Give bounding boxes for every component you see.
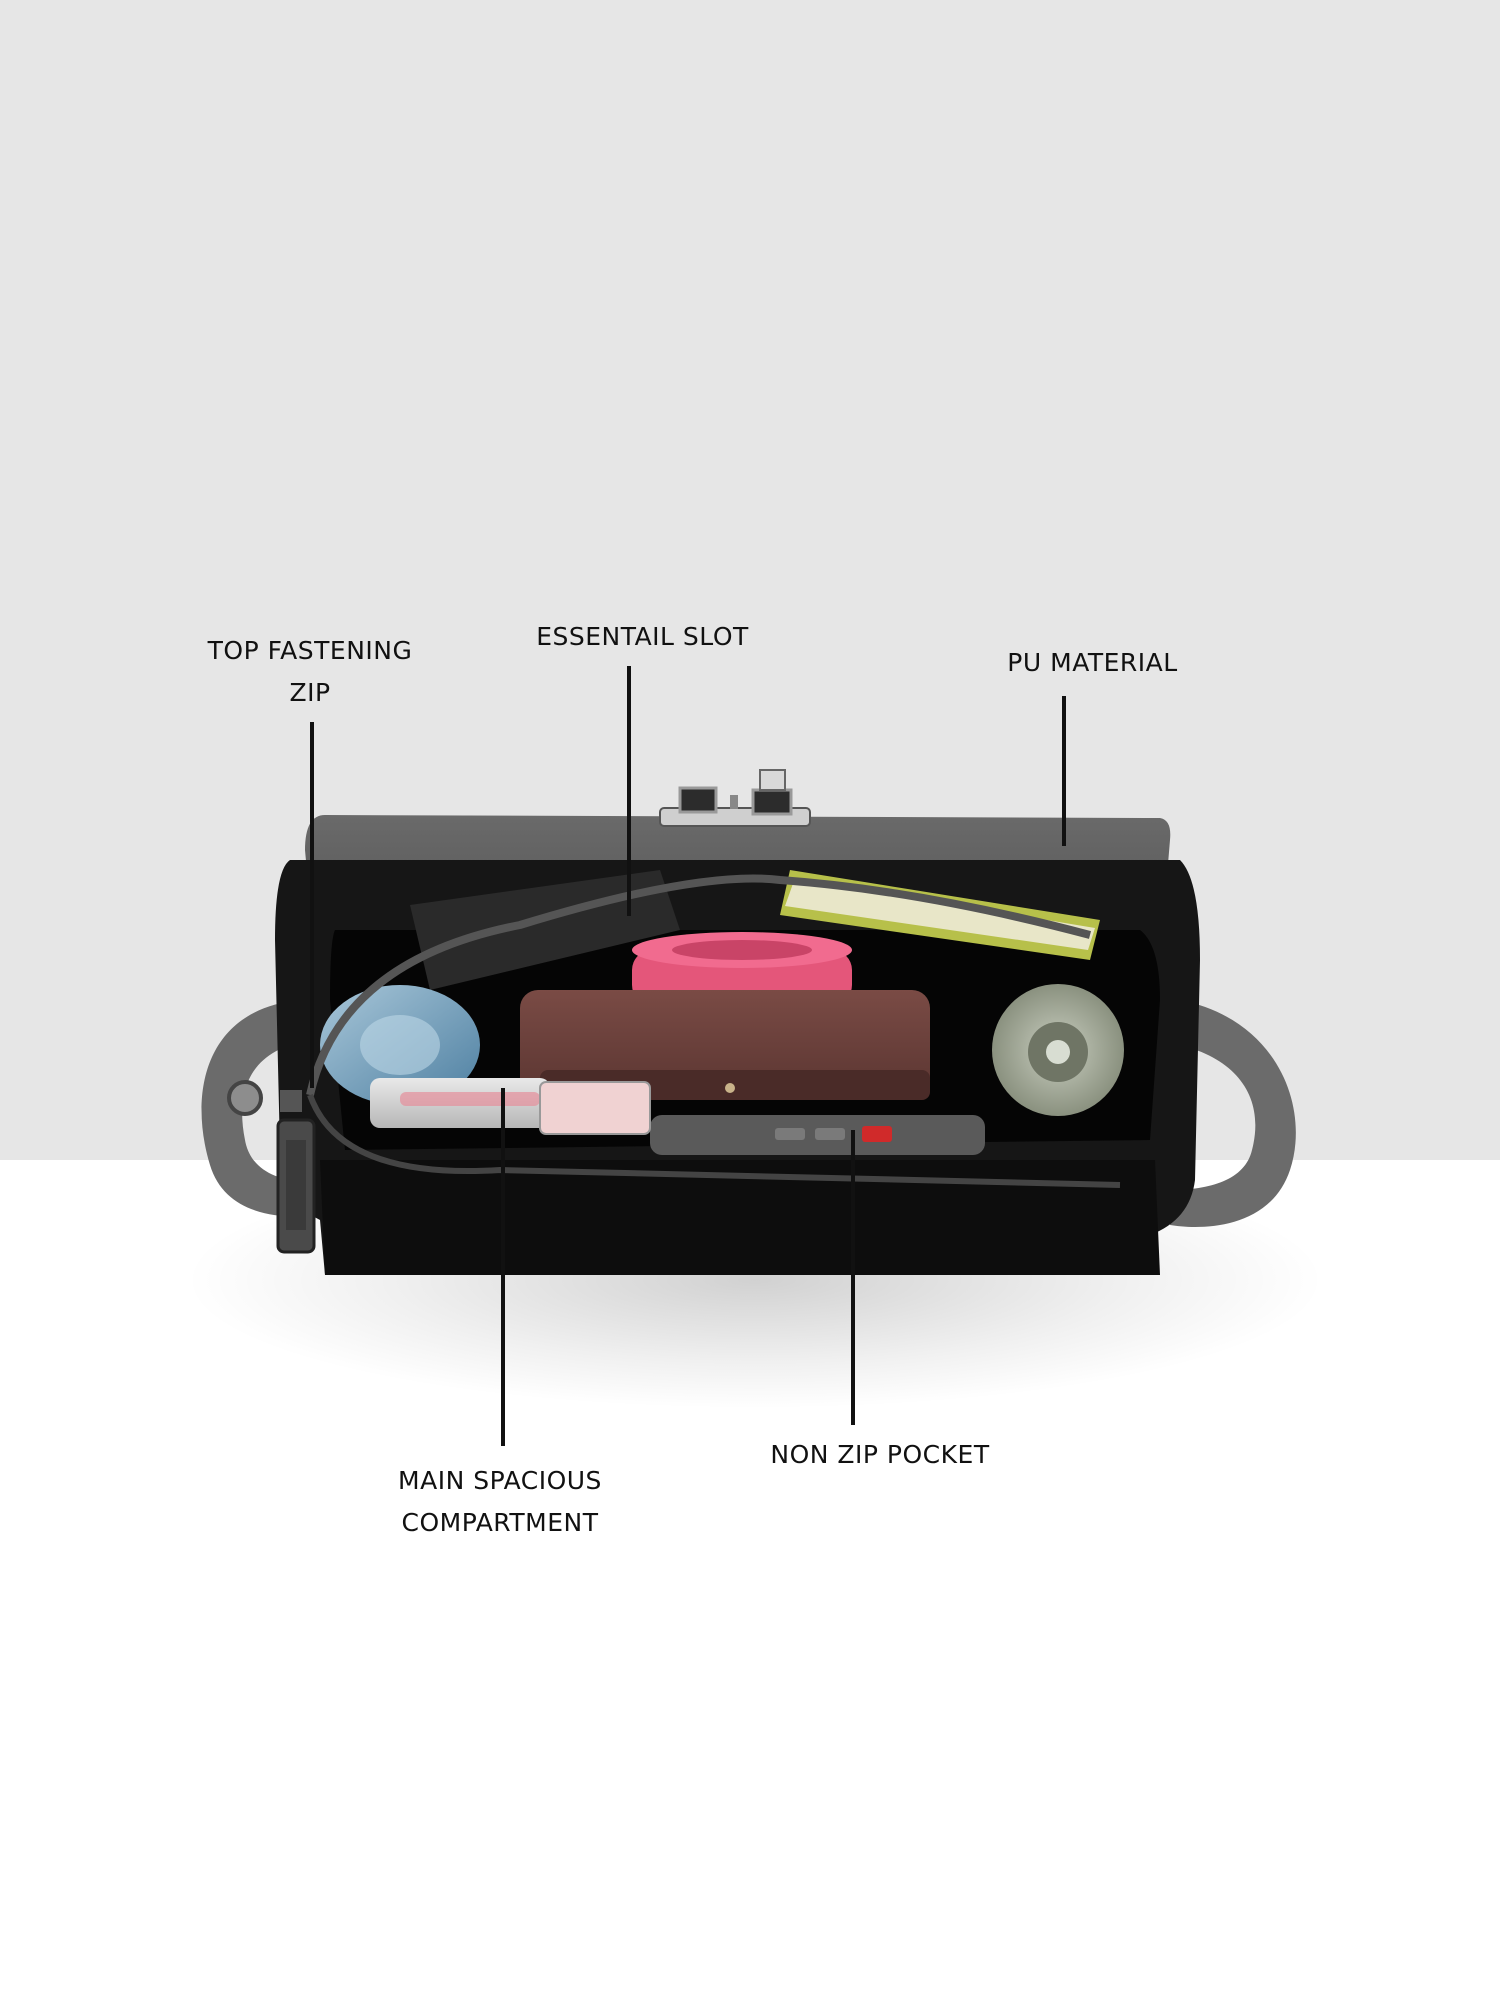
callout-non-zip-pocket: NON ZIP POCKET bbox=[760, 1434, 1000, 1476]
zipper-pull bbox=[276, 1090, 316, 1254]
callout-main-compartment-line2: COMPARTMENT bbox=[401, 1508, 599, 1537]
notebook bbox=[780, 870, 1100, 960]
callout-non-zip-pocket-text: NON ZIP POCKET bbox=[770, 1440, 990, 1469]
callout-non-zip-pocket-pointer bbox=[851, 1130, 855, 1425]
callout-essential-slot-pointer bbox=[627, 666, 631, 916]
callout-top-fastening-zip-line1: TOP FASTENING bbox=[207, 636, 413, 665]
callout-pu-material-text: PU MATERIAL bbox=[1007, 648, 1178, 677]
callout-top-fastening-zip-pointer bbox=[310, 722, 314, 1088]
callout-essential-slot-text: ESSENTAIL SLOT bbox=[536, 622, 749, 651]
bag-front-panel bbox=[320, 1160, 1160, 1275]
callout-pu-material: PU MATERIAL bbox=[985, 642, 1200, 684]
callout-main-compartment-pointer bbox=[501, 1088, 505, 1446]
top-zip-track-lower bbox=[307, 1093, 1121, 1188]
callout-essential-slot: ESSENTAIL SLOT bbox=[510, 616, 775, 658]
phone bbox=[650, 1115, 985, 1155]
callout-main-compartment: MAIN SPACIOUS COMPARTMENT bbox=[375, 1460, 625, 1544]
callout-top-fastening-zip-line2: ZIP bbox=[289, 678, 331, 707]
callout-main-compartment-line1: MAIN SPACIOUS bbox=[398, 1466, 602, 1495]
bottle bbox=[992, 984, 1124, 1116]
lock-clasp bbox=[659, 769, 811, 827]
top-zip-track bbox=[306, 874, 1092, 1096]
compact-mirror bbox=[320, 985, 480, 1105]
lip-gloss bbox=[370, 1078, 651, 1135]
callout-top-fastening-zip: TOP FASTENING ZIP bbox=[190, 630, 430, 714]
background-lower bbox=[0, 1160, 1500, 2000]
callout-pu-material-pointer bbox=[1062, 696, 1066, 846]
